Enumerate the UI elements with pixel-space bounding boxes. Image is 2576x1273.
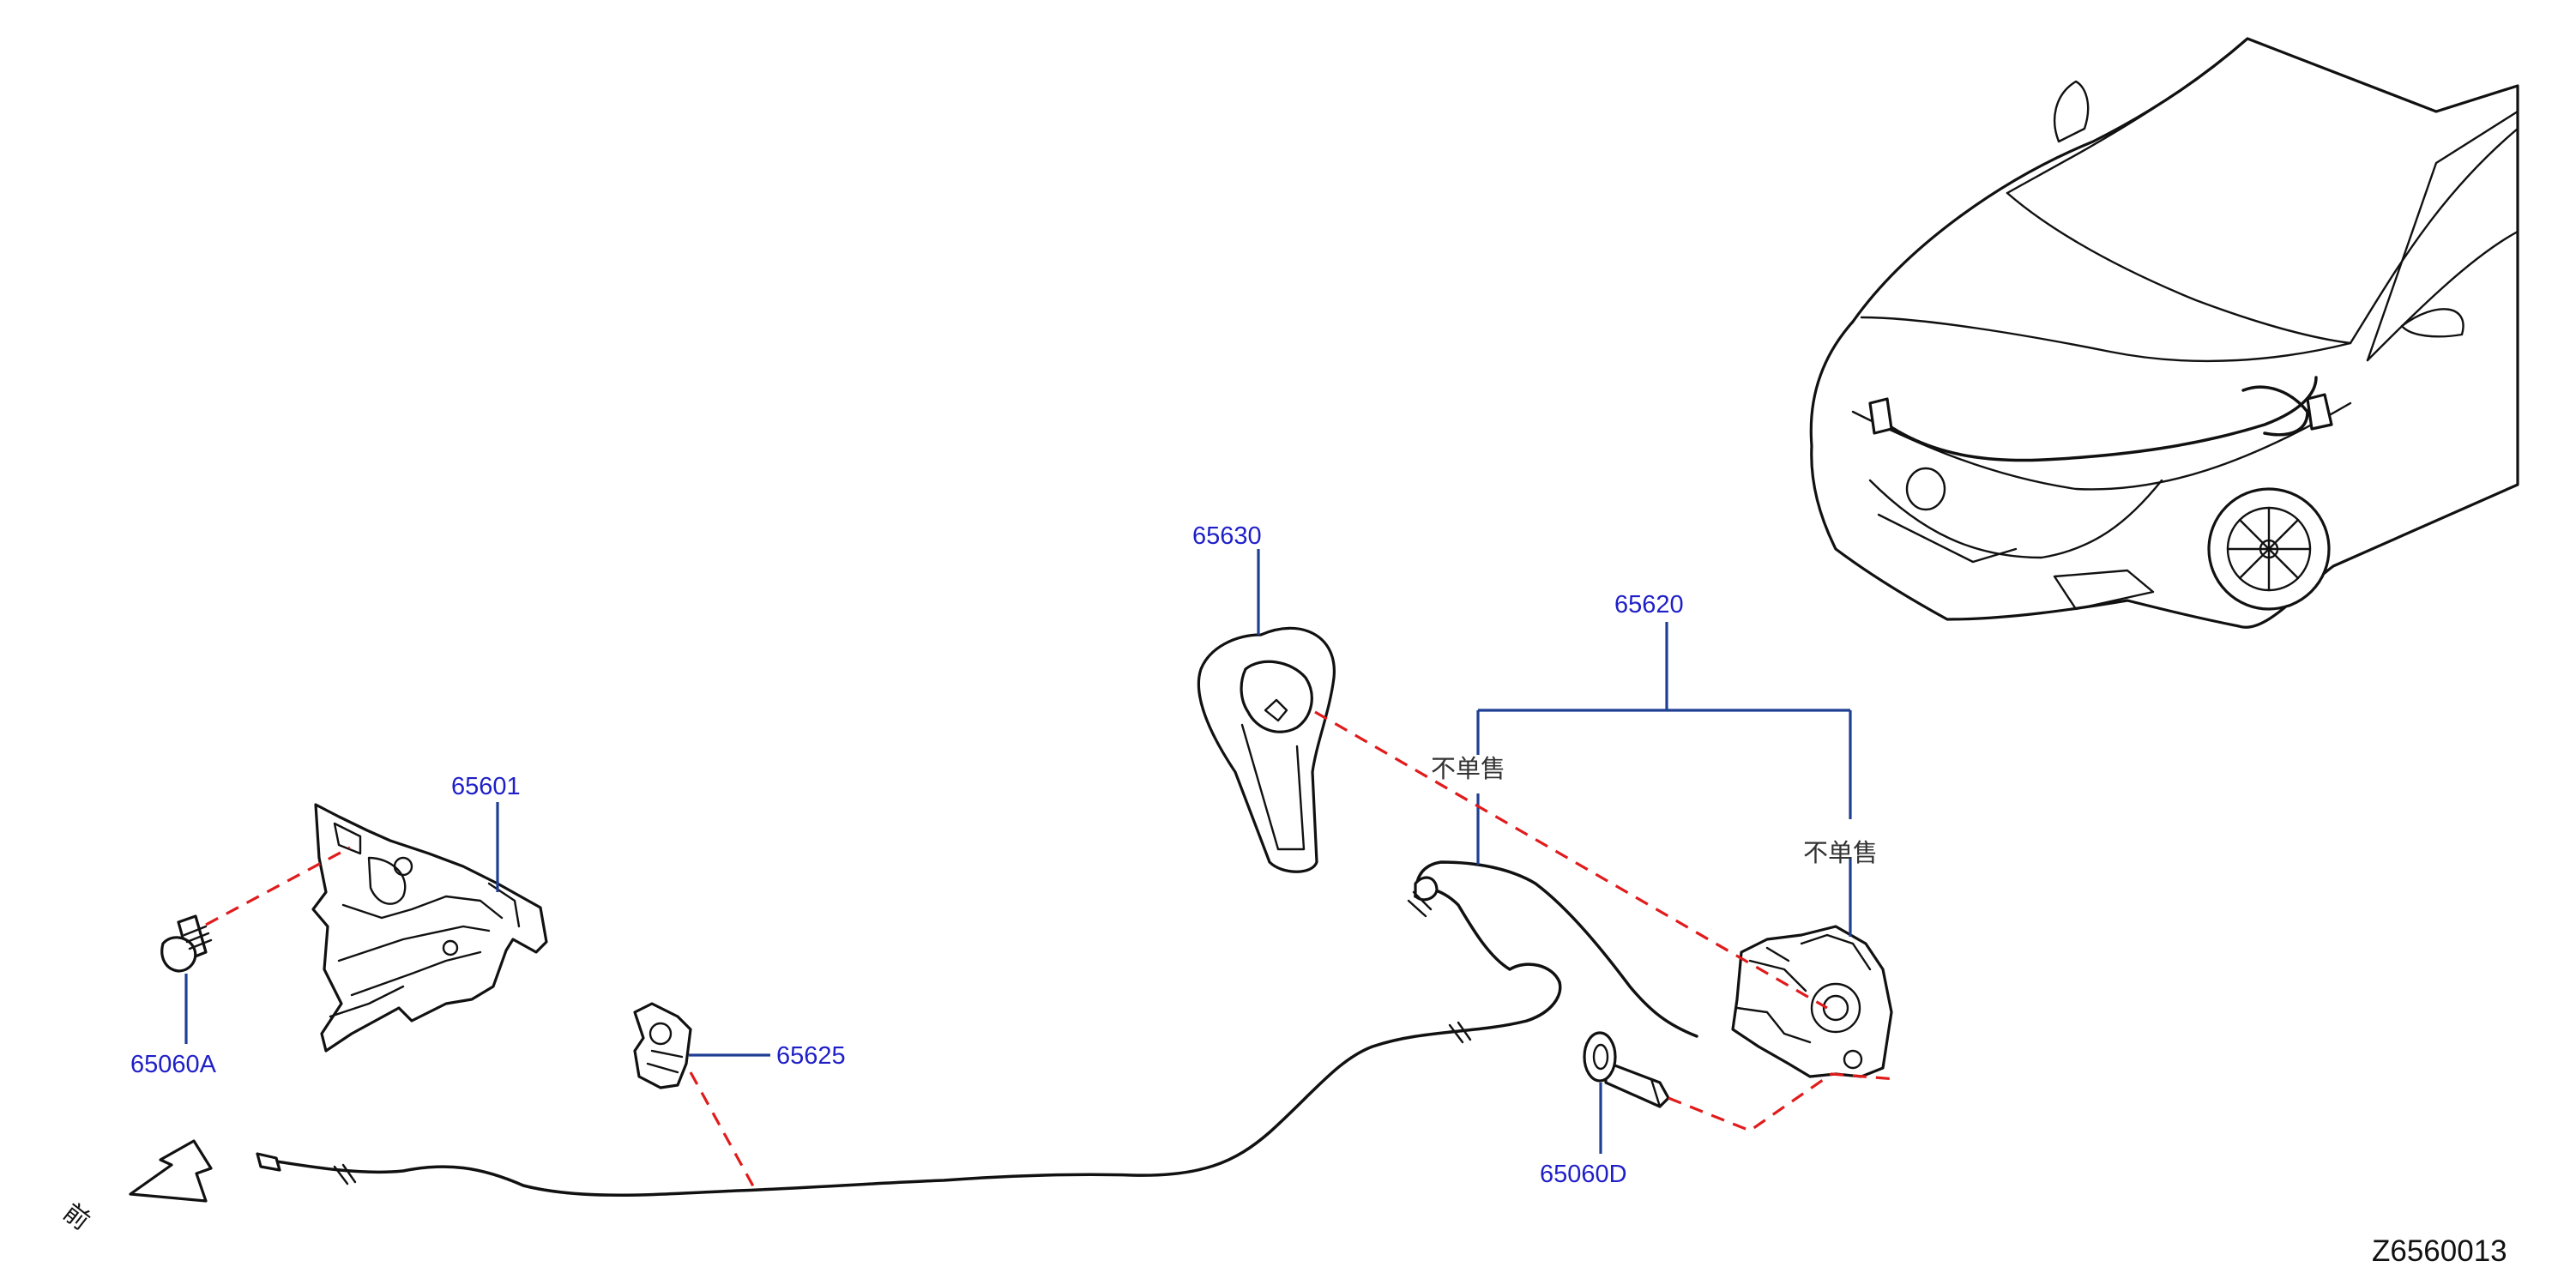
- label-65625: 65625: [776, 1042, 846, 1070]
- label-65060D: 65060D: [1540, 1161, 1627, 1188]
- leader-lines: [184, 549, 1852, 1154]
- part-65601-hood-lock: [311, 803, 548, 1053]
- diagram-code: Z6560013: [2372, 1234, 2507, 1268]
- label-65060A: 65060A: [130, 1051, 217, 1078]
- part-65620-cable-assembly: [256, 860, 1893, 1197]
- front-direction-arrow-icon: [129, 1139, 213, 1203]
- label-65601: 65601: [451, 773, 521, 800]
- connection-lines: [205, 710, 1897, 1193]
- note-not-sold-separately-1: 不单售: [1431, 754, 1505, 783]
- part-65625-clip: [633, 1002, 692, 1089]
- part-65060D-pin: [1583, 1031, 1670, 1108]
- front-indicator-label: 前: [58, 1198, 96, 1236]
- part-65060A-bolt: [160, 914, 213, 973]
- label-65620: 65620: [1614, 591, 1684, 618]
- vehicle-illustration: [1809, 37, 2519, 629]
- note-not-sold-separately-2: 不单售: [1803, 838, 1878, 867]
- label-65630: 65630: [1192, 522, 1262, 550]
- part-65630-knob: [1197, 626, 1336, 873]
